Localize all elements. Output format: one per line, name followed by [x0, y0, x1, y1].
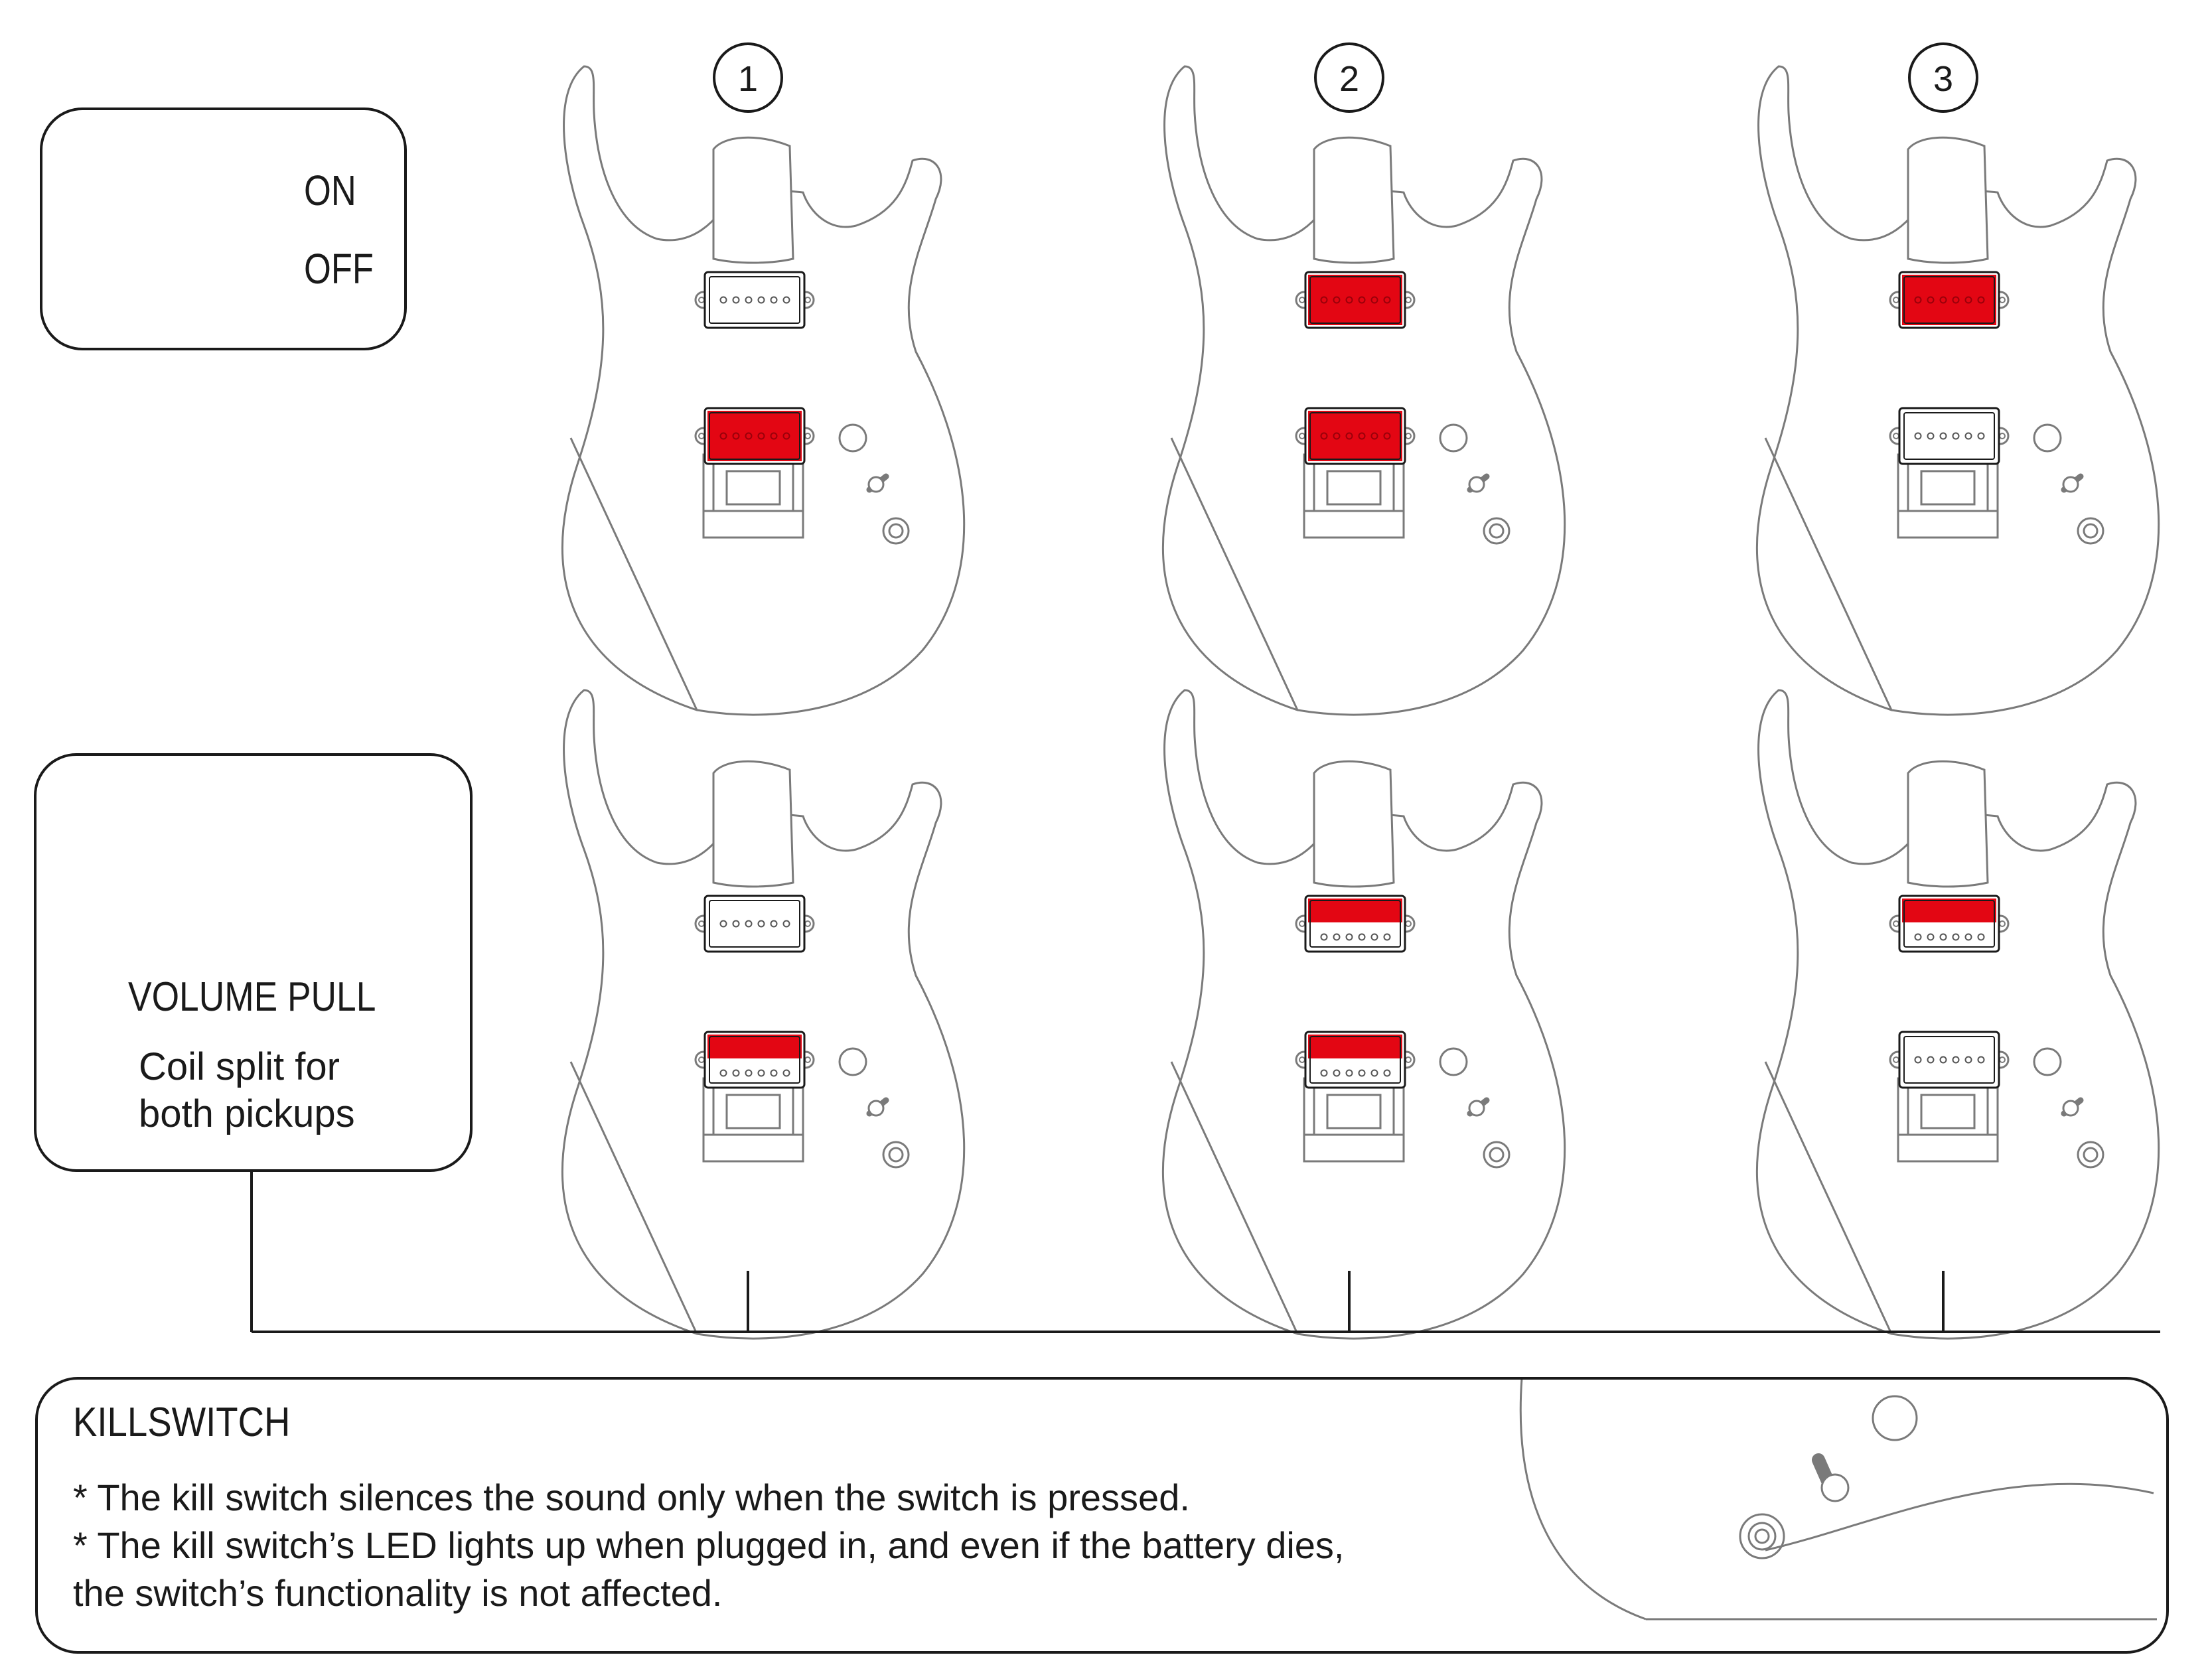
position-number: 2	[1339, 59, 1359, 99]
legend-panel	[40, 108, 407, 350]
position-marker-3: 3	[1908, 42, 1978, 113]
guitar-body-6	[1757, 690, 2159, 1338]
volume-pull-title: VOLUME PULL	[128, 974, 376, 1020]
position-number: 3	[1933, 59, 1953, 99]
legend-off-label: OFF	[304, 245, 374, 293]
neck-pickup-4	[694, 895, 815, 953]
position-number: 1	[738, 59, 758, 99]
volume-pull-connector	[250, 1171, 2160, 1333]
guitar-bodies	[563, 66, 2159, 1338]
guitar-body-2	[1163, 66, 1565, 715]
neck-pickup-1	[694, 271, 815, 329]
killswitch-note-3: the switch’s functionality is not affect…	[73, 1572, 723, 1614]
bridge-pickup-4	[694, 1031, 815, 1089]
neck-pickup-2	[1295, 271, 1416, 329]
legend-on-label: ON	[304, 167, 356, 214]
bridge-pickup-1	[694, 407, 815, 465]
position-marker-1: 1	[713, 42, 783, 113]
neck-pickup-6	[1889, 895, 2010, 953]
volume-pull-line-1: Coil split for	[139, 1045, 340, 1088]
guitar-body-1	[563, 66, 964, 715]
pickups-layer	[694, 271, 2010, 1089]
killswitch-panel	[35, 1377, 2169, 1654]
killswitch-title: KILLSWITCH	[73, 1400, 291, 1445]
bridge-pickup-5	[1295, 1031, 1416, 1089]
guitar-body-4	[563, 690, 964, 1338]
killswitch-detail-drawing	[1519, 1378, 2157, 1621]
position-marker-2: 2	[1314, 42, 1384, 113]
bridge-pickup-6	[1889, 1031, 2010, 1089]
bridge-pickup-3	[1889, 407, 2010, 465]
guitar-body-3	[1757, 66, 2159, 715]
bridge-pickup-2	[1295, 407, 1416, 465]
killswitch-note-2: * The kill switch’s LED lights up when p…	[73, 1524, 1345, 1566]
neck-pickup-3	[1889, 271, 2010, 329]
volume-pull-panel	[34, 753, 473, 1172]
neck-pickup-5	[1295, 895, 1416, 953]
volume-pull-line-2: both pickups	[139, 1092, 355, 1135]
guitar-body-5	[1163, 690, 1565, 1338]
killswitch-note-1: * The kill switch silences the sound onl…	[73, 1477, 1190, 1518]
